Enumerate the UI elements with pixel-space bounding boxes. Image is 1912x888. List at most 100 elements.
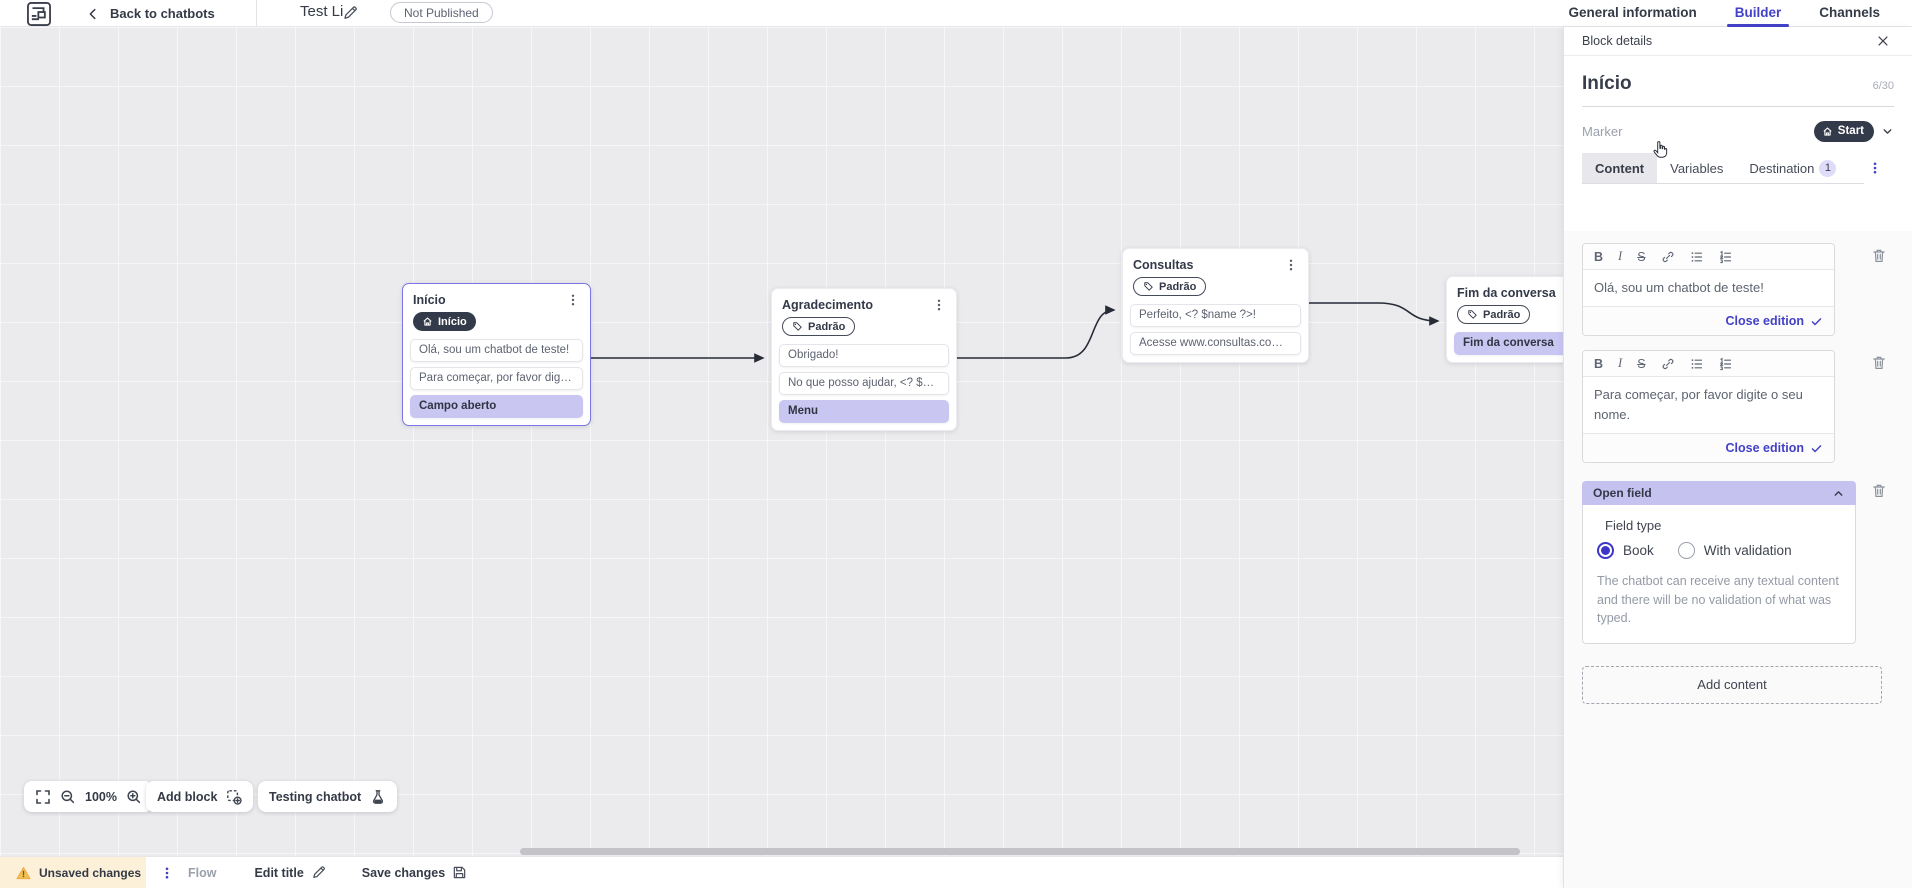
block-menu-icon[interactable] [566,293,580,307]
warning-icon [16,866,31,879]
tab-destination-label: Destination [1749,160,1815,176]
block-message-item[interactable]: Para começar, por favor digite o ... [410,367,583,390]
bold-icon[interactable]: B [1594,356,1604,371]
panel-tabs-menu-icon[interactable] [1868,161,1882,175]
numbered-list-icon[interactable] [1719,357,1733,371]
zoom-out-icon[interactable] [60,789,76,805]
chevron-left-icon [89,8,96,19]
block-message-item[interactable]: Olá, sou um chatbot de teste! [410,339,583,362]
testing-chatbot-label: Testing chatbot [269,789,362,804]
top-bar: Back to chatbots Test Li Not Published G… [0,0,1912,27]
zoom-in-icon[interactable] [126,789,142,805]
flow-block-agradecimento[interactable]: Agradecimento Padrão Obrigado! No que po… [771,288,957,431]
message-text[interactable]: Para começar, por favor digite o seu nom… [1594,387,1803,423]
flow-view-label[interactable]: Flow [188,865,217,880]
app-logo-icon [26,1,52,27]
save-changes-button[interactable]: Save changes [362,865,467,880]
edit-title-icon[interactable] [342,5,358,21]
horizontal-scrollbar[interactable] [520,848,1520,855]
tab-content[interactable]: Content [1582,153,1658,183]
strikethrough-icon[interactable]: S [1637,356,1646,371]
tag-icon [1468,310,1477,319]
flow-block-inicio[interactable]: Início Início Olá, sou um chatbot de tes… [402,283,591,426]
tab-variables[interactable]: Variables [1670,160,1724,176]
marker-start-badge: Start [1813,120,1874,142]
delete-content-icon[interactable] [1871,355,1887,372]
message-text[interactable]: Olá, sou um chatbot de teste! [1594,280,1764,295]
italic-icon[interactable]: I [1618,249,1623,263]
close-edition-button[interactable]: Close edition [1725,314,1804,329]
edit-title-label: Edit title [254,865,304,880]
block-title-input[interactable]: Início [1582,73,1632,94]
radio-with-validation[interactable]: With validation [1677,542,1792,560]
block-marker-label: Padrão [1483,308,1521,321]
delete-content-icon[interactable] [1871,248,1887,265]
back-to-chatbots-button[interactable]: Back to chatbots [86,0,215,27]
open-field-body: Field type Book With validation The [1582,505,1856,644]
link-icon[interactable] [1661,250,1675,264]
add-block-button[interactable]: Add block [146,781,254,812]
block-action-item[interactable]: Menu [779,400,949,423]
block-menu-icon[interactable] [932,298,946,312]
tab-general-information[interactable]: General information [1568,5,1697,20]
flow-canvas[interactable]: Início Início Olá, sou um chatbot de tes… [0,27,1563,856]
block-title: Consultas [1133,258,1194,272]
panel-header-title: Block details [1582,34,1653,48]
block-marker-badge: Padrão [1457,305,1531,324]
destination-count-badge: 1 [1819,159,1837,177]
block-title-field[interactable]: Início 6/30 [1582,73,1894,107]
block-message-item[interactable]: No que posso ajudar, <? $name ... [779,372,949,395]
tag-icon [793,322,802,331]
bullet-list-icon[interactable] [1690,250,1704,264]
tab-destination[interactable]: Destination 1 [1736,153,1849,183]
marker-select[interactable]: Start [1813,120,1894,142]
close-edition-button[interactable]: Close edition [1725,441,1804,456]
flow-block-consultas[interactable]: Consultas Padrão Perfeito, <? $name ?>! … [1122,248,1309,363]
editor-toolbar: B I S [1583,244,1834,270]
tab-channels[interactable]: Channels [1819,5,1880,20]
add-content-button[interactable]: Add content [1582,665,1882,704]
block-message-item[interactable]: Acesse www.consultas.com par... [1130,332,1301,355]
block-menu-icon[interactable] [1284,258,1298,272]
topbar-divider [256,0,257,27]
italic-icon[interactable]: I [1618,356,1623,371]
testing-chatbot-button[interactable]: Testing chatbot [258,781,398,812]
unsaved-changes-label: Unsaved changes [39,865,142,880]
radio-unselected-icon [1677,542,1695,560]
strikethrough-icon[interactable]: S [1637,249,1646,264]
open-field-header[interactable]: Open field [1582,481,1856,506]
home-icon [423,317,432,326]
block-message-item[interactable]: Perfeito, <? $name ?>! [1130,304,1301,327]
block-action-item[interactable]: Campo aberto [410,395,583,418]
open-field-section: Open field Field type Book [1582,481,1856,644]
link-icon[interactable] [1661,357,1675,371]
flask-icon [370,789,386,805]
tab-builder[interactable]: Builder [1726,1,1789,27]
block-action-item[interactable]: Fim da conversa [1454,332,1563,355]
edit-title-button[interactable]: Edit title [254,865,325,880]
close-icon[interactable] [1876,34,1890,48]
message-editor: B I S Olá, sou um chatbot de tes [1582,243,1835,337]
connection-wires [591,302,1440,363]
bullet-list-icon[interactable] [1690,357,1704,371]
zoom-level: 100% [85,789,117,804]
editor-footer: Close edition [1583,306,1834,336]
delete-content-icon[interactable] [1871,483,1887,500]
statusbar-menu-icon[interactable] [160,866,174,880]
field-type-label: Field type [1605,518,1662,534]
add-block-label: Add block [157,789,218,804]
numbered-list-icon[interactable] [1719,250,1733,264]
marker-value: Start [1837,125,1864,137]
block-title: Início [413,293,446,307]
block-message-item[interactable]: Obrigado! [779,344,949,367]
block-marker-label: Padrão [1159,280,1197,293]
flow-block-fim-da-conversa[interactable]: Fim da conversa Padrão Fim da conversa [1446,276,1563,363]
radio-book[interactable]: Book [1597,542,1654,560]
block-title: Agradecimento [782,298,873,312]
check-icon [1810,442,1823,455]
bold-icon[interactable]: B [1594,249,1604,264]
panel-tabs: Content Variables Destination 1 [1582,153,1877,184]
chatbot-title: Test Li [300,3,344,20]
add-block-icon [226,789,243,805]
fullscreen-icon[interactable] [35,789,51,805]
